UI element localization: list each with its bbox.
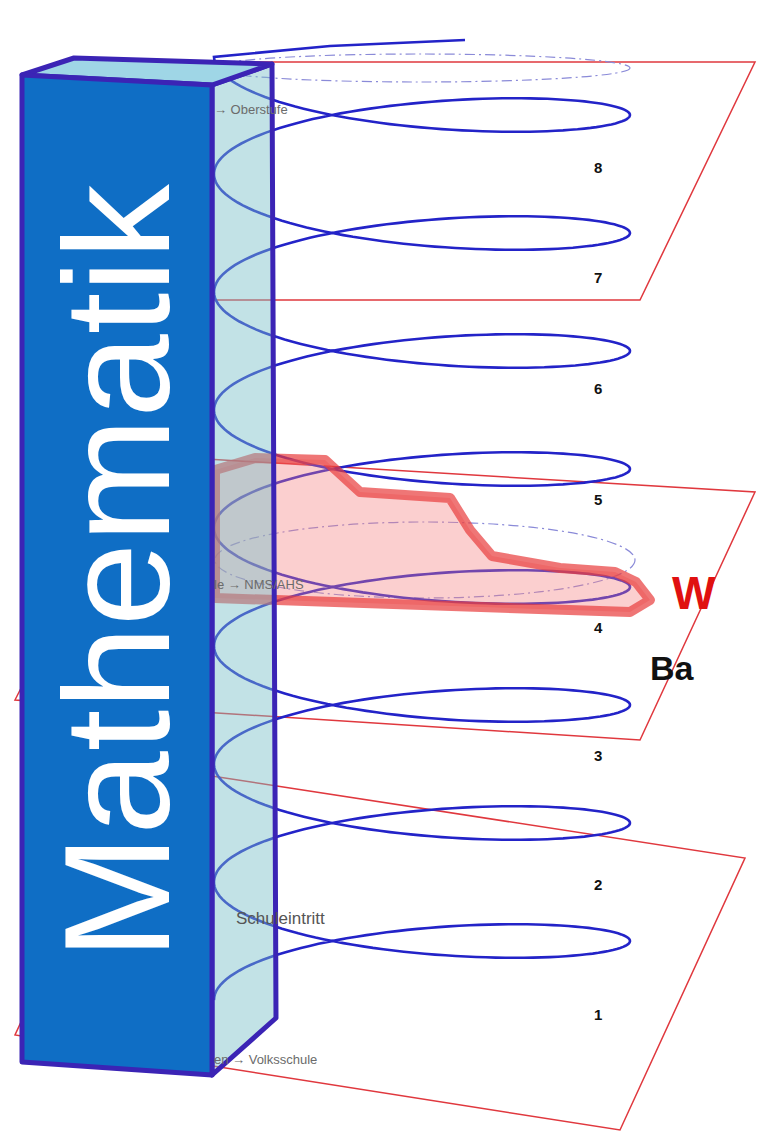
loop-number: 3: [594, 748, 602, 765]
stage-label: en → Volksschule: [214, 1053, 317, 1067]
stage-label: → Oberstufe: [214, 103, 288, 117]
loop-number: 7: [594, 270, 602, 287]
heading-fragment: Ba: [650, 650, 693, 687]
prism-front: [22, 75, 212, 1075]
loop-number: 5: [594, 492, 602, 509]
loop-number: 2: [594, 877, 602, 894]
loop-number: 1: [594, 1007, 602, 1024]
loop-number: 4: [594, 620, 602, 637]
stage-label: Schuleintritt: [236, 910, 325, 929]
loop-number: 6: [594, 381, 602, 398]
stage-label: le → NMS/AHS: [214, 578, 304, 592]
highlight-region: [215, 458, 650, 612]
loop-number: 8: [594, 160, 602, 177]
subject-title: Mathematik: [42, 184, 192, 959]
subject-prism: Mathematik: [24, 84, 210, 1060]
heading-fragment: W: [672, 568, 715, 619]
